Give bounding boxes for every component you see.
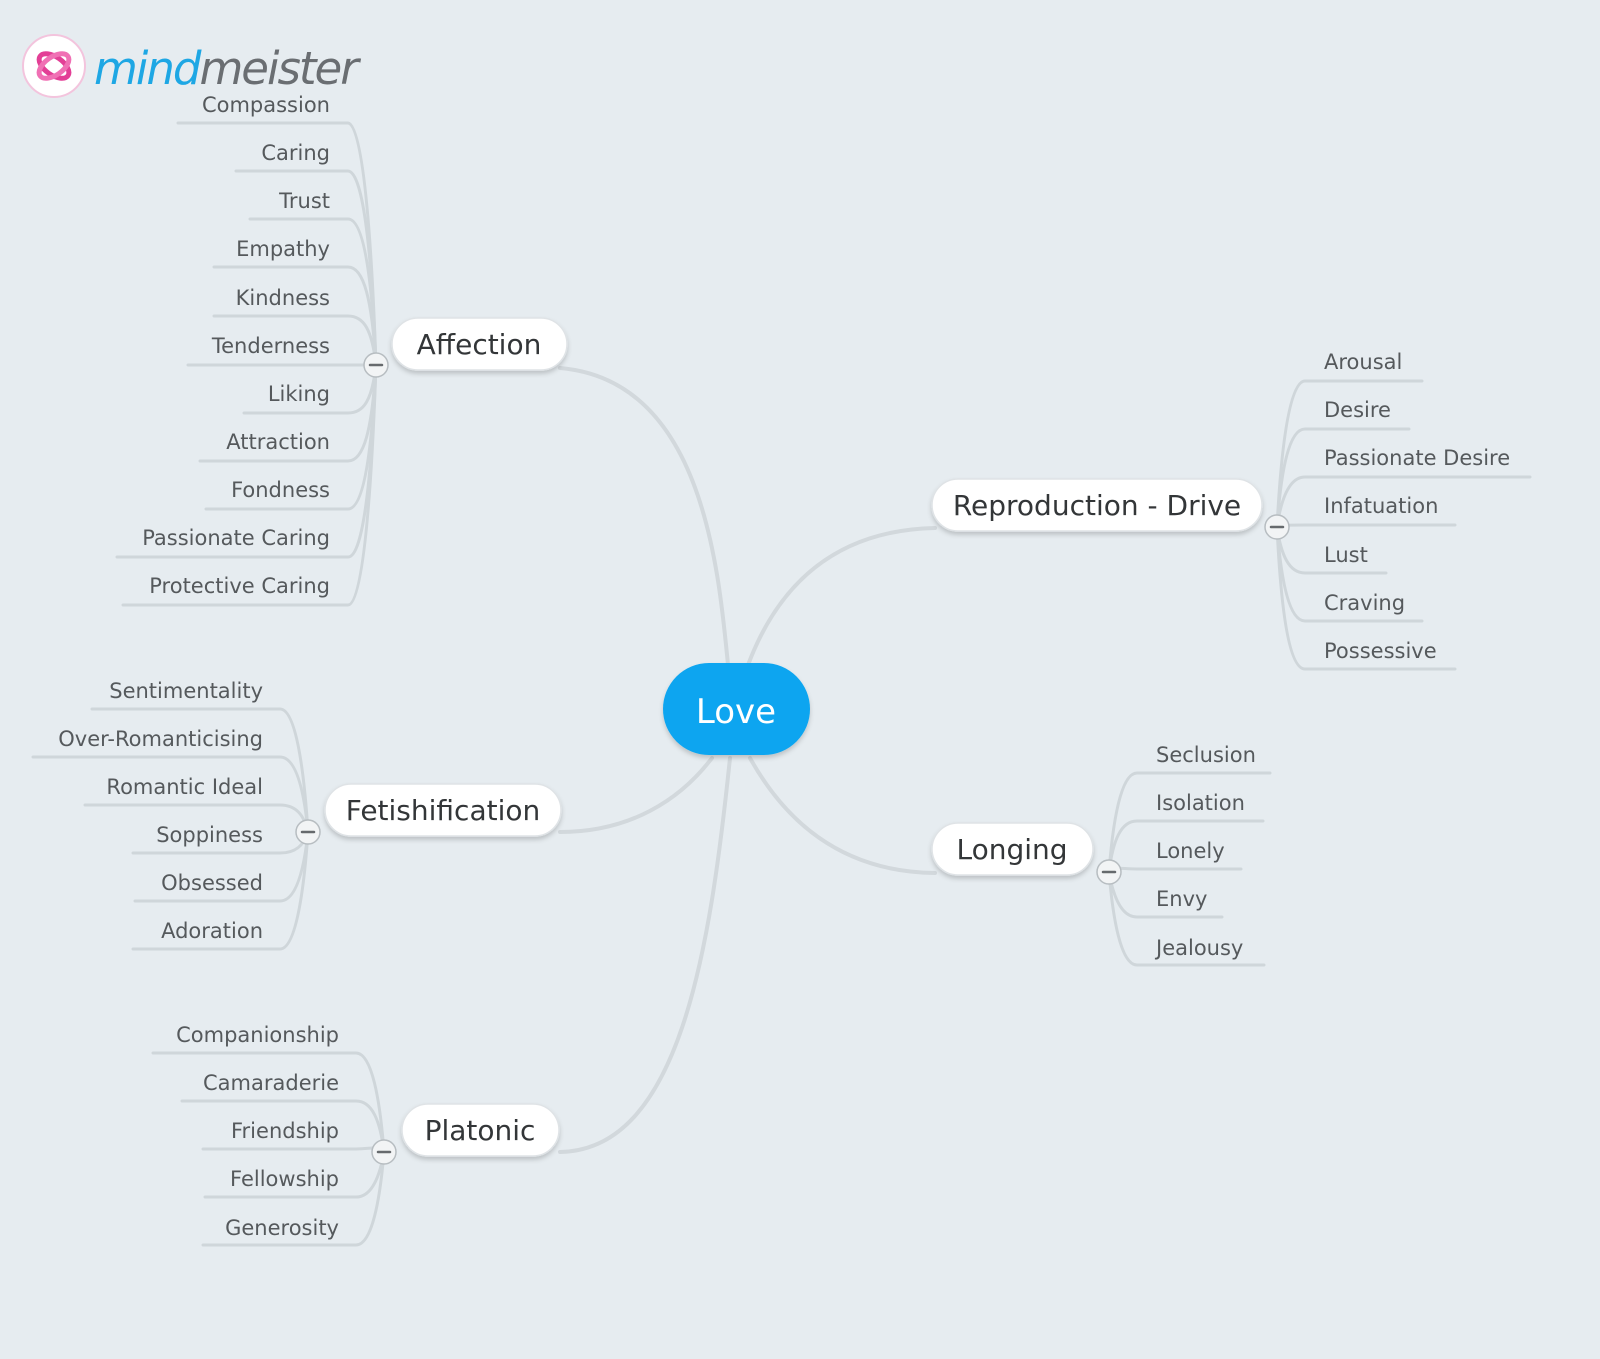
leaf-node[interactable]: Lust [1324,543,1368,567]
root-node-label: Love [696,692,776,732]
branch-affection-label: Affection [417,328,542,361]
svg-text:mindmeister: mindmeister [94,42,361,95]
leaf-node[interactable]: Companionship [176,1023,339,1047]
leaf-node[interactable]: Adoration [161,919,263,943]
leaf-node[interactable]: Generosity [225,1216,339,1240]
branch-longing-node[interactable] [931,822,1094,876]
leaf-node[interactable]: Obsessed [161,871,263,895]
branch-longing-label: Longing [956,833,1067,866]
branch-reproduction-drive-node[interactable] [931,478,1263,532]
leaf-node[interactable]: Liking [268,382,330,406]
logo-text-mind: mind [94,42,202,95]
leaf-node[interactable]: Soppiness [156,823,263,847]
branch-fetishification-label: Fetishification [346,794,541,827]
branch-reproduction-drive: Reproduction - Drive Arousal Desire Pass… [931,350,1532,671]
leaf-node[interactable]: Craving [1324,591,1405,615]
leaf-node[interactable]: Camaraderie [203,1071,339,1095]
leaf-node[interactable]: Romantic Ideal [106,775,263,799]
collapse-toggle-icon[interactable] [295,819,321,845]
leaf-node[interactable]: Sentimentality [109,679,263,703]
mindmeister-logo: mindmeister [22,34,363,98]
branch-longing: Longing Seclusion Isolation Lonely Envy … [931,743,1272,967]
branch-reproduction-drive-label: Reproduction - Drive [953,489,1241,522]
leaf-node[interactable]: Empathy [236,237,330,261]
leaf-node[interactable]: Possessive [1324,639,1437,663]
leaf-node[interactable]: Protective Caring [149,574,330,598]
leaf-node[interactable]: Caring [261,141,330,165]
collapse-toggle-icon[interactable] [1096,859,1122,885]
leaf-node[interactable]: Arousal [1324,350,1402,374]
leaf-node[interactable]: Attraction [226,430,330,454]
leaf-node[interactable]: Jealousy [1154,936,1243,960]
branch-platonic-label: Platonic [425,1114,536,1147]
leaf-node[interactable]: Trust [278,189,330,213]
logo-text-meister: meister [199,42,361,95]
leaf-node[interactable]: Infatuation [1324,494,1438,518]
leaf-node[interactable]: Lonely [1156,839,1225,863]
leaf-node[interactable]: Over-Romanticising [58,727,263,751]
leaf-node[interactable]: Fondness [231,478,330,502]
mindmeister-logo-icon [22,34,86,98]
leaf-node[interactable]: Seclusion [1156,743,1256,767]
branch-platonic-node[interactable] [401,1103,560,1157]
collapse-toggle-icon[interactable] [363,352,389,378]
leaf-node[interactable]: Envy [1156,887,1207,911]
leaf-node[interactable]: Passionate Desire [1324,446,1510,470]
collapse-toggle-icon[interactable] [371,1139,397,1165]
leaf-node[interactable]: Passionate Caring [142,526,330,550]
leaf-node[interactable]: Isolation [1156,791,1245,815]
root-node[interactable]: Love [663,663,810,755]
branch-affection-node[interactable] [391,317,568,371]
leaf-node[interactable]: Compassion [202,93,330,117]
branch-platonic: Platonic Companionship Camaraderie Frien… [151,1023,560,1247]
leaf-node[interactable]: Kindness [236,286,330,310]
branch-fetishification: Fetishification Sentimentality Over-Roma… [31,679,562,951]
main-connectors [558,366,937,1154]
leaf-node[interactable]: Fellowship [230,1167,339,1191]
leaf-node[interactable]: Desire [1324,398,1391,422]
branch-fetishification-node[interactable] [324,783,562,837]
collapse-toggle-icon[interactable] [1264,514,1290,540]
branch-affection: Affection Compassion Caring Trust Empath… [115,93,568,607]
leaf-node[interactable]: Friendship [231,1119,339,1143]
leaf-node[interactable]: Tenderness [211,334,330,358]
